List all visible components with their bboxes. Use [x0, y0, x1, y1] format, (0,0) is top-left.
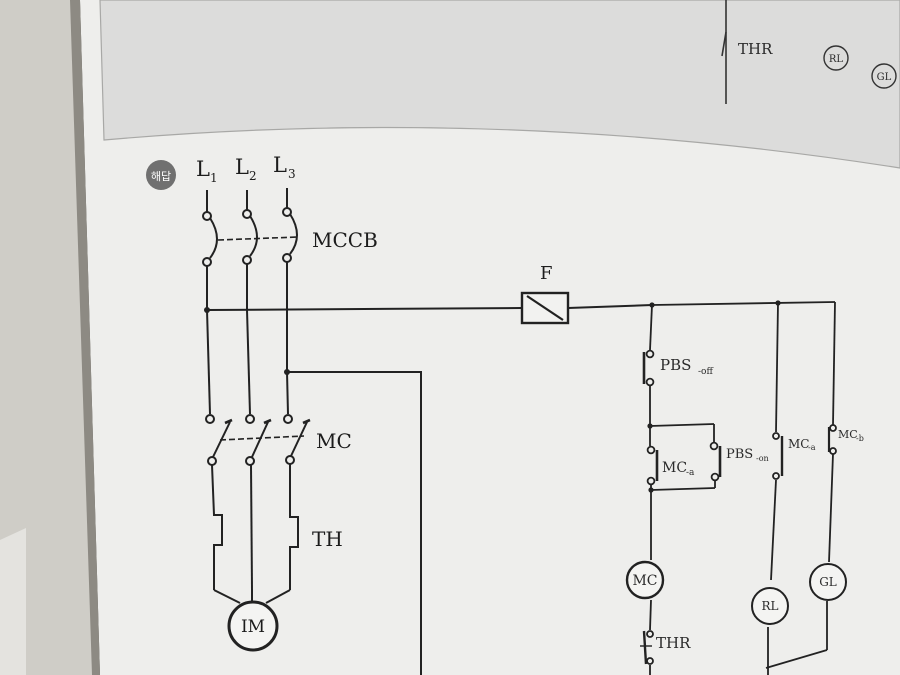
gl-lamp	[809, 563, 847, 601]
svg-text:L: L	[196, 157, 210, 181]
mc-coil-label: MC	[632, 573, 657, 589]
mc-label: MC	[316, 429, 352, 453]
control-wires	[649, 301, 836, 675]
svg-text:3: 3	[288, 167, 296, 181]
pbs-off-label: PBS	[660, 356, 691, 374]
svg-text:L: L	[235, 155, 249, 179]
gl-label-top: GL	[877, 72, 892, 83]
rl-label: RL	[761, 599, 778, 613]
svg-text:1: 1	[210, 171, 218, 185]
page-gutter	[70, 0, 100, 675]
mc-a-hold-label: MC	[662, 460, 687, 476]
power-wires	[206, 309, 289, 415]
line-label-l2: L 2	[235, 155, 257, 183]
control-return-wire	[287, 371, 422, 675]
mc-b-gl-contact	[827, 424, 837, 455]
svg-text:L: L	[273, 153, 287, 177]
mccb-breaker	[202, 188, 299, 372]
fuse-label: F	[540, 263, 553, 284]
control-supply-wire	[567, 304, 653, 309]
fuse	[520, 291, 570, 325]
pbs-off-sub: -off	[698, 367, 713, 377]
paper-page	[80, 0, 900, 675]
mccb-label: MCCB	[312, 228, 378, 252]
mc-a-rl-contact	[772, 432, 784, 480]
rl-label-top: RL	[829, 54, 844, 65]
mc-a-hold-contact	[646, 426, 659, 490]
mc-a-rl-label: MC	[788, 437, 809, 451]
mc-a-hold-sub: -a	[686, 468, 695, 478]
pbs-on-label: PBS	[726, 447, 753, 462]
previous-question-box	[99, 0, 900, 169]
pbs-on-switch	[709, 424, 722, 488]
th-label: TH	[312, 527, 343, 551]
gl-lamp-top	[871, 63, 897, 89]
answer-badge-text: 해답	[151, 169, 171, 183]
thr-contact	[640, 630, 654, 665]
mc-a-rl-sub: -a	[808, 443, 816, 452]
thr-label-top: THR	[738, 40, 773, 58]
pbs-on-sub: -on	[756, 454, 769, 463]
thr-label: THR	[656, 634, 691, 652]
supply-wire	[206, 307, 523, 311]
thr-contact-top	[721, 31, 727, 57]
line-label-l3: L 3	[273, 153, 296, 181]
thermal-relay	[211, 464, 299, 604]
rl-lamp	[751, 587, 789, 625]
svg-text:2: 2	[249, 169, 257, 183]
left-page-edge	[0, 0, 98, 675]
pbs-off-switch	[642, 349, 655, 387]
left-page-card	[0, 528, 26, 675]
motor-label: IM	[241, 617, 265, 637]
answer-badge	[146, 160, 176, 190]
mc-b-gl-sub: -b	[856, 434, 864, 443]
mc-b-gl-label: MC	[838, 428, 858, 441]
line-label-l1: L 1	[196, 157, 218, 185]
rl-lamp-top	[823, 45, 849, 71]
induction-motor	[227, 600, 279, 652]
mc-coil	[625, 560, 665, 600]
gl-label: GL	[819, 575, 837, 589]
